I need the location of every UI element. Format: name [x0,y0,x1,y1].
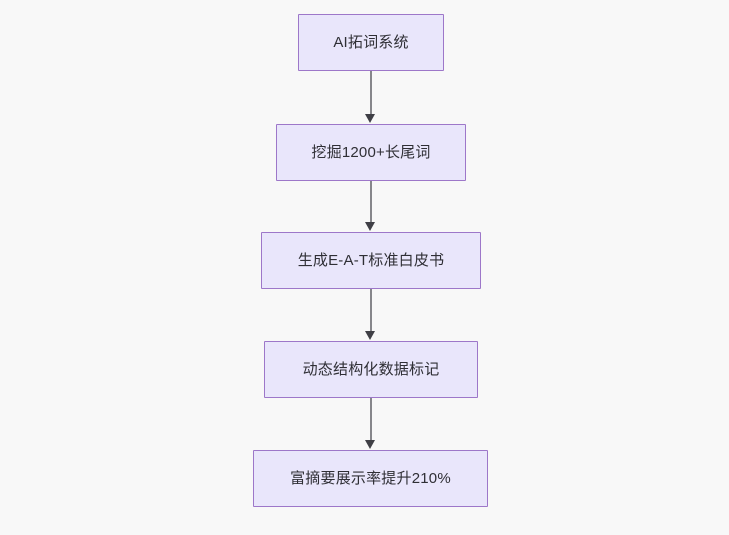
edge-arrowhead-icon [365,114,375,123]
edge-connector-line [370,289,372,332]
node-label: AI拓词系统 [333,34,409,51]
edge-connector-line [370,398,372,441]
flowchart-node-ai-keyword-system[interactable]: AI拓词系统 [298,14,444,71]
flowchart-node-structured-data-markup[interactable]: 动态结构化数据标记 [264,341,478,398]
flowchart-node-eat-whitepaper[interactable]: 生成E-A-T标准白皮书 [261,232,481,289]
flowchart-node-rich-snippet-result[interactable]: 富摘要展示率提升210% [253,450,488,507]
node-label: 挖掘1200+长尾词 [311,144,431,161]
node-label: 生成E-A-T标准白皮书 [297,252,445,269]
edge-connector-line [370,71,372,115]
edge-arrowhead-icon [365,222,375,231]
flowchart-node-longtail-keywords[interactable]: 挖掘1200+长尾词 [276,124,466,181]
edge-connector-line [370,181,372,223]
node-label: 动态结构化数据标记 [302,361,440,378]
edge-arrowhead-icon [365,440,375,449]
edge-arrowhead-icon [365,331,375,340]
node-label: 富摘要展示率提升210% [290,470,451,487]
